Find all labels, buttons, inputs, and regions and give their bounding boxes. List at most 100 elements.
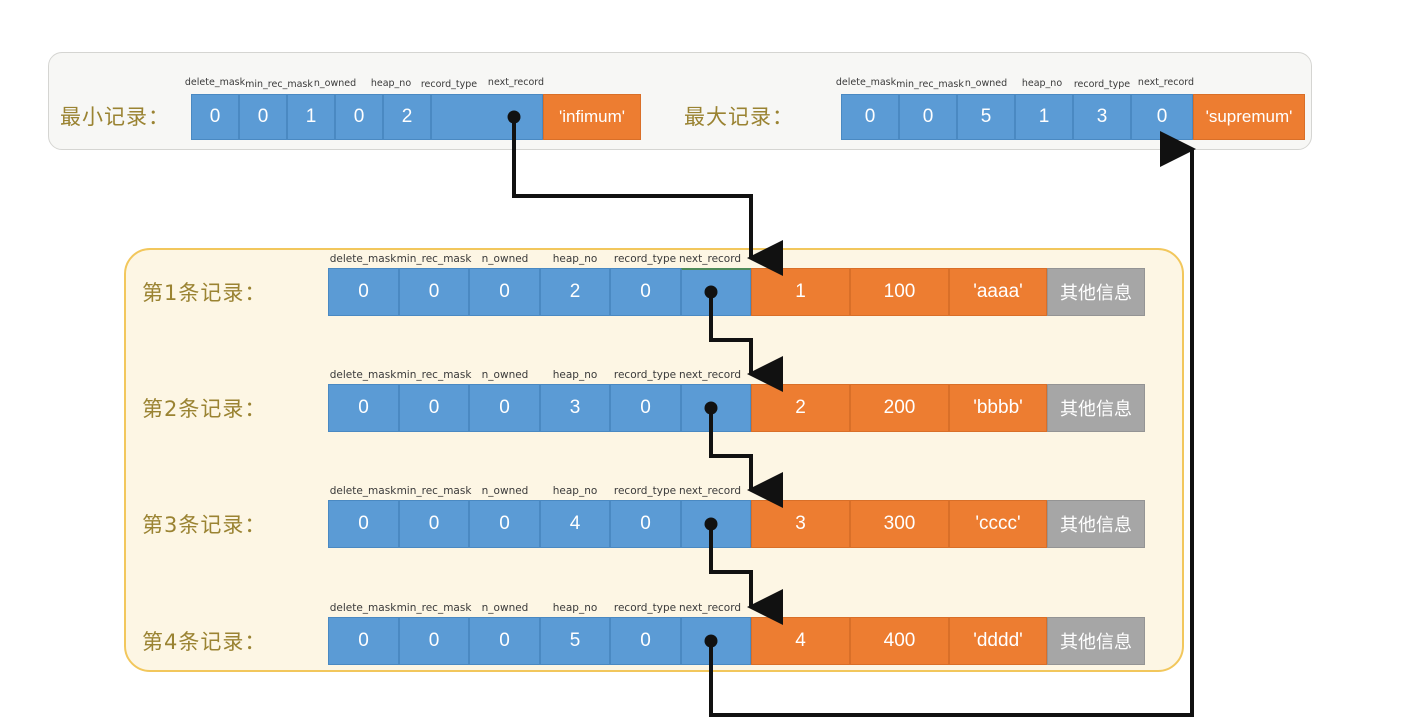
record-2-cell-heap-no: 3 xyxy=(540,384,610,432)
record-3-field-min-rec-mask: min_rec_mask xyxy=(396,485,472,497)
record-1-cell-heap-no: 2 xyxy=(540,268,610,316)
record-4-label: 第4条记录： xyxy=(142,630,267,654)
record-3-cell-record-type: 0 xyxy=(610,500,681,548)
record-1-cell-col2: 100 xyxy=(850,268,949,316)
field-caption-next-record-max: next_record xyxy=(1137,77,1195,88)
record-3-field-heap-no: heap_no xyxy=(552,485,598,497)
field-caption-record-type-max: record_type xyxy=(1073,79,1131,90)
record-4-field-n-owned: n_owned xyxy=(481,602,529,614)
field-caption-delete-mask: delete_mask xyxy=(184,77,246,88)
record-3-field-delete-mask: delete_mask xyxy=(329,485,397,497)
record-3-cell-n-owned: 0 xyxy=(469,500,540,548)
field-caption-min-rec-mask-max: min_rec_mask xyxy=(896,79,964,90)
record-3-cell-delete-mask: 0 xyxy=(328,500,399,548)
record-1-next-record-dot xyxy=(704,285,718,299)
record-3-next-record-dot xyxy=(704,517,718,531)
record-4-cell-other: 其他信息 xyxy=(1047,617,1145,665)
record-2-cell-col3: 'bbbb' xyxy=(949,384,1047,432)
record-1-field-record-type: record_type xyxy=(613,253,677,265)
record-4-cell-delete-mask: 0 xyxy=(328,617,399,665)
record-4-field-min-rec-mask: min_rec_mask xyxy=(396,602,472,614)
field-caption-delete-mask-max: delete_mask xyxy=(835,77,897,88)
record-4-field-next-record: next_record xyxy=(678,602,742,614)
min-record-cell-heap-no: 0 xyxy=(335,94,383,140)
record-1-cell-col1: 1 xyxy=(751,268,850,316)
record-2-field-heap-no: heap_no xyxy=(552,369,598,381)
record-1-field-next-record: next_record xyxy=(678,253,742,265)
record-2-field-next-record: next_record xyxy=(678,369,742,381)
record-3-cell-min-rec-mask: 0 xyxy=(399,500,469,548)
record-2-cell-min-rec-mask: 0 xyxy=(399,384,469,432)
link-record3-to-record4 xyxy=(709,524,783,625)
record-2-cell-record-type: 0 xyxy=(610,384,681,432)
link-infimum-to-record1 xyxy=(512,117,783,276)
record-1-field-heap-no: heap_no xyxy=(552,253,598,265)
record-2-cell-delete-mask: 0 xyxy=(328,384,399,432)
record-4-cell-col2: 400 xyxy=(850,617,949,665)
field-caption-next-record: next_record xyxy=(487,77,545,88)
field-caption-min-rec-mask: min_rec_mask xyxy=(245,79,313,90)
record-4-cell-col1: 4 xyxy=(751,617,850,665)
record-3-label: 第3条记录： xyxy=(142,513,267,537)
min-record-cell-delete-mask: 0 xyxy=(191,94,239,140)
min-record-cell-min-rec-mask: 0 xyxy=(239,94,287,140)
min-record-cell-next-record xyxy=(431,94,543,140)
max-record-label: 最大记录： xyxy=(684,105,794,129)
record-4-cell-n-owned: 0 xyxy=(469,617,540,665)
link-record2-to-record3 xyxy=(709,408,783,508)
record-2-label: 第2条记录： xyxy=(142,397,267,421)
record-1-label: 第1条记录： xyxy=(142,281,267,305)
record-2-field-record-type: record_type xyxy=(613,369,677,381)
field-caption-record-type: record_type xyxy=(420,79,478,90)
field-caption-n-owned-max: n_owned xyxy=(964,78,1008,89)
record-3-cell-heap-no: 4 xyxy=(540,500,610,548)
min-record-next-record-dot xyxy=(507,110,521,124)
record-1-cell-col3: 'aaaa' xyxy=(949,268,1047,316)
user-records-panel xyxy=(124,248,1184,672)
record-1-cell-record-type: 0 xyxy=(610,268,681,316)
max-record-tag-supremum: 'supremum' xyxy=(1193,94,1305,140)
max-record-cell-n-owned: 5 xyxy=(957,94,1015,140)
max-record-cell-min-rec-mask: 0 xyxy=(899,94,957,140)
field-caption-heap-no: heap_no xyxy=(370,78,412,89)
max-record-cell-delete-mask: 0 xyxy=(841,94,899,140)
field-caption-heap-no-max: heap_no xyxy=(1021,78,1063,89)
record-3-cell-col3: 'cccc' xyxy=(949,500,1047,548)
record-3-cell-col1: 3 xyxy=(751,500,850,548)
record-1-field-n-owned: n_owned xyxy=(481,253,529,265)
record-3-field-n-owned: n_owned xyxy=(481,485,529,497)
record-2-cell-other: 其他信息 xyxy=(1047,384,1145,432)
record-2-field-delete-mask: delete_mask xyxy=(329,369,397,381)
record-2-cell-n-owned: 0 xyxy=(469,384,540,432)
min-record-cell-n-owned: 1 xyxy=(287,94,335,140)
max-record-cell-record-type: 3 xyxy=(1073,94,1131,140)
min-record-tag-infimum: 'infimum' xyxy=(543,94,641,140)
record-4-field-delete-mask: delete_mask xyxy=(329,602,397,614)
record-1-cell-n-owned: 0 xyxy=(469,268,540,316)
link-record4-to-supremum xyxy=(709,131,1196,717)
record-2-cell-col1: 2 xyxy=(751,384,850,432)
record-2-cell-col2: 200 xyxy=(850,384,949,432)
record-1-field-min-rec-mask: min_rec_mask xyxy=(396,253,472,265)
record-3-field-record-type: record_type xyxy=(613,485,677,497)
record-4-cell-record-type: 0 xyxy=(610,617,681,665)
record-4-cell-col3: 'dddd' xyxy=(949,617,1047,665)
record-3-cell-other: 其他信息 xyxy=(1047,500,1145,548)
min-record-cell-record-type: 2 xyxy=(383,94,431,140)
record-1-cell-min-rec-mask: 0 xyxy=(399,268,469,316)
record-1-field-delete-mask: delete_mask xyxy=(329,253,397,265)
record-4-field-heap-no: heap_no xyxy=(552,602,598,614)
record-1-cell-delete-mask: 0 xyxy=(328,268,399,316)
record-3-cell-col2: 300 xyxy=(850,500,949,548)
record-2-field-n-owned: n_owned xyxy=(481,369,529,381)
record-2-next-record-dot xyxy=(704,401,718,415)
record-4-cell-min-rec-mask: 0 xyxy=(399,617,469,665)
record-4-cell-heap-no: 5 xyxy=(540,617,610,665)
record-2-field-min-rec-mask: min_rec_mask xyxy=(396,369,472,381)
record-4-next-record-dot xyxy=(704,634,718,648)
link-record1-to-record2 xyxy=(709,292,783,392)
min-record-label: 最小记录： xyxy=(60,105,170,129)
record-4-field-record-type: record_type xyxy=(613,602,677,614)
